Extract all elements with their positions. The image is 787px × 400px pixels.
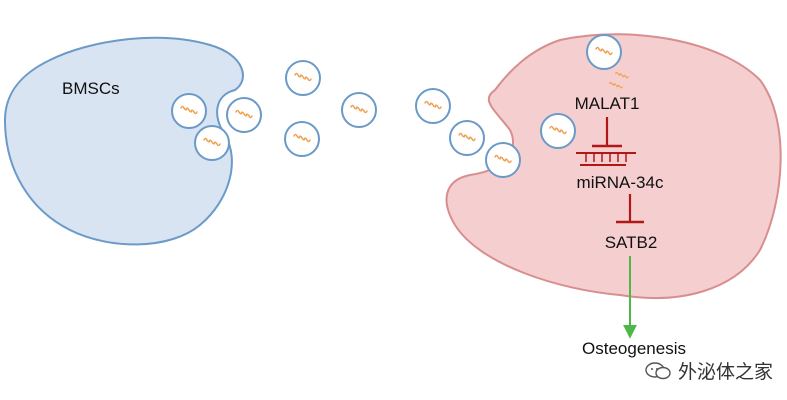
exosome-vesicle [341, 92, 377, 128]
osteogenesis-label: Osteogenesis [582, 339, 686, 358]
exosome-vesicle [485, 142, 521, 178]
exosome-vesicle [449, 120, 485, 156]
watermark: 外泌体之家 [644, 357, 773, 384]
exosome-vesicle [586, 34, 622, 70]
exosome-vesicle [540, 113, 576, 149]
exosome-vesicle [284, 121, 320, 157]
exosome-vesicle [171, 93, 207, 129]
exosome-vesicle [194, 125, 230, 161]
mirna-inhibits-satb2 [616, 194, 644, 224]
exosome-vesicle [226, 97, 262, 133]
exosome-vesicle [415, 88, 451, 124]
target-cell [445, 33, 782, 299]
wechat-icon [645, 361, 671, 379]
exosome-vesicle [285, 60, 321, 96]
bmsc-cell [3, 36, 244, 246]
satb2-label: SATB2 [605, 233, 658, 252]
bmsc-label: BMSCs [62, 79, 120, 98]
malat1-label: MALAT1 [575, 94, 640, 113]
exosome-vesicles [171, 34, 622, 178]
mirna-label: miRNA-34c [577, 173, 664, 192]
mirna-binding-icon [576, 152, 636, 166]
malat1-inhibits-mirna [592, 117, 622, 148]
watermark-text: 外泌体之家 [677, 361, 773, 383]
